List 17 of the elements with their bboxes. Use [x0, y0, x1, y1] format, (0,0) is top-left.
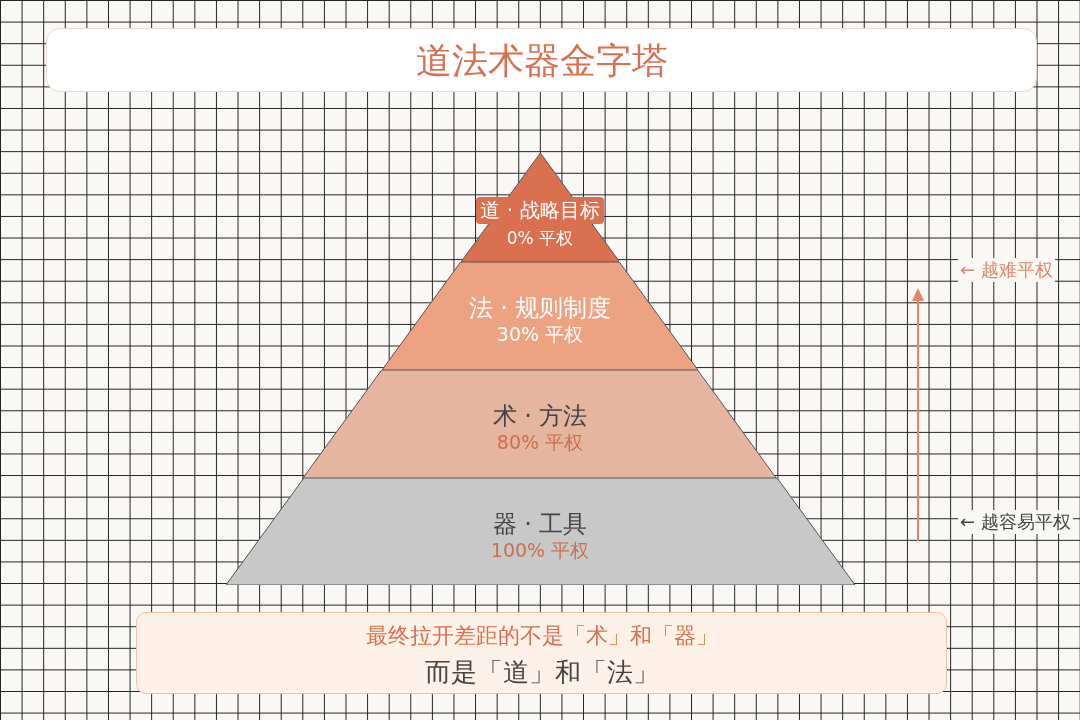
pyramid-layer — [225, 478, 855, 585]
conclusion-text: 最终拉开差距的不是「术」和「器」 — [364, 622, 719, 650]
pyramid-layer — [460, 153, 620, 262]
conclusion-emphasis: 而是「道」和「法」 — [423, 656, 660, 689]
conclusion-box — [136, 612, 947, 694]
pyramid-layer — [382, 262, 698, 370]
pyramid-layer — [303, 370, 777, 478]
side-note: ← 越容易平权 — [958, 510, 1073, 534]
layer-percentage: 100% 平权 — [489, 538, 591, 563]
layer-title: 法 · 规则制度 — [467, 293, 613, 324]
layer-title: 术 · 方法 — [491, 401, 589, 432]
layer-title: 道 · 战略目标 — [476, 197, 604, 224]
layer-percentage: 30% 平权 — [495, 322, 585, 347]
title-text: 道法术器金字塔 — [414, 39, 669, 83]
layer-title: 器 · 工具 — [491, 509, 589, 540]
layer-percentage: 80% 平权 — [495, 430, 585, 455]
side-note: ← 越难平权 — [958, 258, 1055, 282]
